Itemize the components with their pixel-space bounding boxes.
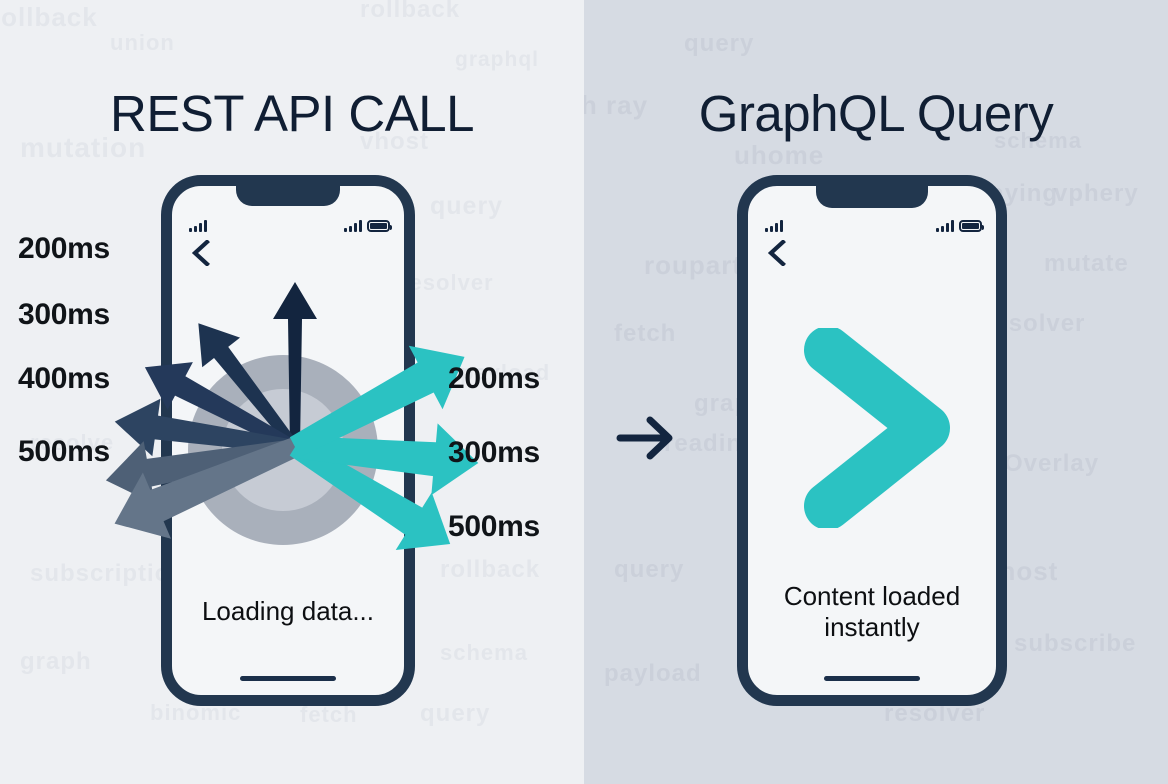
ghost-text: fetch — [300, 702, 358, 727]
wifi-bars-icon — [936, 219, 954, 232]
ghost-text: vhost — [360, 128, 430, 155]
signal-bars-icon — [189, 219, 207, 232]
arrow-ul-1 — [198, 323, 299, 451]
latency-label-left-200: 200ms — [18, 232, 110, 265]
status-bar — [748, 212, 996, 232]
ghost-text: schema — [440, 640, 528, 665]
arrow-ul-3 — [114, 398, 296, 457]
ghost-text: query — [614, 556, 685, 583]
latency-label-right-500: 500ms — [448, 510, 540, 543]
right-arrow-icon — [616, 416, 673, 460]
ghost-text: Overlay — [1004, 450, 1100, 477]
ghost-text: subscription — [30, 560, 187, 587]
loading-caption: Loading data... — [201, 596, 375, 626]
latency-label-left-400: 400ms — [18, 362, 110, 395]
ghost-text: union — [110, 30, 175, 55]
arrow-teal-3 — [289, 345, 465, 457]
latency-label-left-300: 300ms — [18, 298, 110, 331]
graphql-phone-mockup: Content loaded instantly — [737, 175, 1007, 706]
battery-icon — [959, 220, 984, 232]
phone-notch — [236, 186, 340, 206]
ghost-text: query — [430, 192, 504, 220]
arrow-teal-2 — [294, 423, 479, 496]
ghost-text: graphql — [455, 48, 539, 71]
arrow-up — [273, 282, 317, 447]
wifi-bars-icon — [344, 219, 362, 232]
back-chevron-icon[interactable] — [192, 240, 211, 266]
ghost-text: query — [684, 30, 755, 57]
ghost-text: payload — [604, 660, 702, 687]
ghost-text: subscribe — [1014, 630, 1137, 657]
latency-label-right-300: 300ms — [448, 436, 540, 469]
ghost-text: resolver — [400, 270, 494, 295]
page-title-graphql: GraphQL Query — [698, 85, 1054, 142]
ghost-text: mutate — [1044, 250, 1129, 277]
latency-label-left-500: 500ms — [18, 435, 110, 468]
ghost-text: schema — [994, 128, 1082, 153]
ghost-text: fetch — [614, 320, 677, 347]
ghost-text: mutation — [20, 132, 147, 163]
battery-icon — [367, 220, 392, 232]
ghost-text: rollback — [0, 2, 98, 32]
home-indicator-bar — [240, 676, 336, 681]
arrow-l-2 — [114, 437, 299, 539]
signal-bars-icon — [765, 219, 783, 232]
ghost-text: rollback — [440, 556, 541, 583]
status-bar — [172, 212, 404, 232]
single-fast-chevron-icon — [804, 328, 950, 528]
arrow-ul-2 — [144, 362, 298, 453]
home-indicator-bar — [824, 676, 920, 681]
ghost-text: vphery — [1054, 180, 1139, 207]
ghost-text: uhome — [734, 140, 825, 170]
page-title-rest: REST API CALL — [110, 85, 474, 142]
arrow-group — [105, 282, 479, 551]
ghost-text: payload — [460, 360, 551, 385]
ghost-text: graph — [20, 648, 92, 675]
arrow-teal-1 — [289, 438, 451, 551]
ghost-text: rollback — [360, 0, 461, 23]
ghost-text: query — [420, 700, 491, 727]
multi-request-arrow-burst-icon — [105, 282, 479, 551]
latency-label-right-200: 200ms — [448, 362, 540, 395]
ghost-text: resolve — [30, 430, 115, 455]
loaded-caption: Content loaded instantly — [783, 581, 961, 642]
phone-notch — [816, 186, 928, 208]
ghost-text: uh ray — [584, 90, 649, 120]
back-chevron-icon[interactable] — [768, 240, 787, 266]
